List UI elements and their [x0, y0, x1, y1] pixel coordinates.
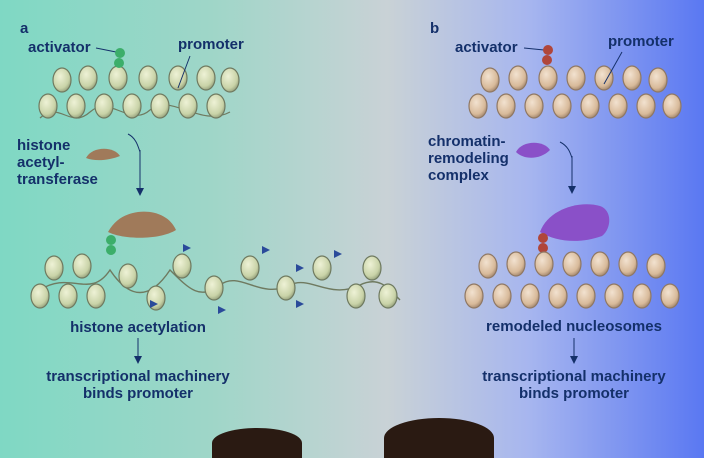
acetyl-flag-icon — [296, 300, 304, 308]
panel-b-outcome-line1: transcriptional machinery — [482, 368, 666, 385]
panel-a-down-arrow-2 — [134, 338, 142, 364]
audience-head — [384, 418, 494, 458]
acetyl-flag-icon — [150, 300, 158, 308]
panel-b-bottom-nucleosomes — [464, 251, 680, 309]
panel-a-bottom-nucleosomes — [30, 253, 398, 311]
panel-b-activator-bottom — [538, 233, 548, 253]
panel-b-result-label: remodeled nucleosomes — [486, 318, 662, 335]
remodeling-complex-bound-icon — [540, 204, 610, 241]
chromatin-diagram — [30, 45, 682, 364]
panel-b-enzyme-label-line3: complex — [428, 167, 489, 184]
acetyl-flags — [150, 244, 342, 314]
panel-b-enzyme-label-line2: remodeling — [428, 150, 509, 167]
panel-a-outcome-line1: transcriptional machinery — [46, 368, 230, 385]
panel-b-down-arrow-2 — [570, 338, 578, 364]
panel-a-down-arrow-1 — [127, 133, 144, 196]
panel-a-result-label: histone acetylation — [70, 319, 206, 336]
panel-a-activator-bottom — [106, 235, 116, 255]
panel-b-enzyme-label-line1: chromatin- — [428, 133, 506, 150]
panel-a-promoter-pointer — [177, 55, 191, 89]
acetyl-flag-icon — [183, 244, 191, 252]
panel-b-promoter-label: promoter — [608, 33, 674, 50]
remodeling-complex-icon — [516, 142, 550, 158]
panel-b-activator-top — [523, 45, 553, 65]
panel-a-letter: a — [20, 20, 29, 37]
audience-head — [212, 428, 302, 458]
panel-a-enzyme-label-line2: acetyl- — [17, 154, 65, 171]
acetyl-flag-icon — [218, 306, 226, 314]
panel-a-enzyme-label-line3: transferase — [17, 171, 98, 188]
panel-a-outcome-line2: binds promoter — [82, 385, 194, 402]
acetyltransferase-icon — [86, 148, 120, 161]
panel-b-down-arrow-1 — [559, 141, 576, 194]
panel-b-top-chromatin — [468, 65, 682, 119]
panel-a-promoter-label: promoter — [178, 36, 244, 53]
panel-b-letter: b — [430, 20, 440, 37]
panel-a-activator-top — [95, 47, 125, 68]
panel-a-top-chromatin — [38, 65, 240, 119]
acetyl-flag-icon — [262, 246, 270, 254]
panel-a-enzyme-label-line1: histone — [17, 137, 71, 154]
panel-b-promoter-pointer — [603, 51, 623, 85]
acetyl-flag-icon — [334, 250, 342, 258]
panel-a-activator-label: activator — [28, 39, 91, 56]
panel-b-outcome-line2: binds promoter — [518, 385, 630, 402]
acetyltransferase-bound-icon — [108, 211, 176, 238]
panel-b-activator-label: activator — [455, 39, 518, 56]
acetyl-flag-icon — [296, 264, 304, 272]
